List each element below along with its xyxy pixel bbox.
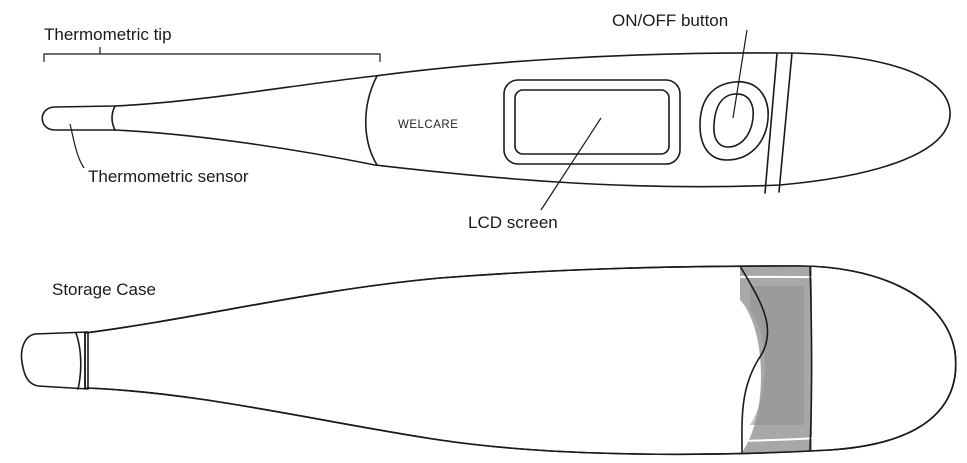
case-band-right-edge — [809, 265, 813, 451]
sensor-leader — [69, 123, 85, 169]
on-off-button-outer[interactable] — [699, 81, 769, 161]
label-thermometric-sensor: Thermometric sensor — [88, 167, 249, 186]
case-highlight-line — [89, 275, 944, 443]
end-cap-line-2 — [778, 52, 793, 193]
thermometer-body — [41, 52, 951, 188]
button-leader — [732, 29, 748, 119]
label-on-off-button: ON/OFF button — [612, 11, 728, 30]
case-shell — [84, 265, 957, 456]
case-band-window — [750, 286, 804, 425]
case-band-right-highlight — [817, 269, 822, 447]
on-off-button-inner[interactable] — [713, 93, 754, 148]
lcd-leader — [540, 117, 602, 211]
brand-logo-text: WELCARE — [398, 119, 458, 131]
thermometer: WELCARE — [41, 52, 951, 194]
label-lcd-screen: LCD screen — [468, 213, 558, 232]
tip-body-junction — [364, 75, 378, 166]
tip-bracket — [43, 47, 381, 62]
case-end-cap-seam — [75, 332, 82, 390]
label-thermometric-tip: Thermometric tip — [44, 25, 172, 44]
case-shell-outline — [84, 265, 957, 456]
case-band-left-edge — [739, 265, 769, 453]
lcd-screen-outer — [503, 79, 681, 165]
end-cap-line-1 — [764, 53, 778, 194]
storage-case — [20, 265, 957, 456]
tip-collar-line — [111, 105, 116, 131]
lcd-screen-inner — [514, 89, 670, 155]
label-storage-case: Storage Case — [52, 280, 156, 299]
case-end-cap — [20, 331, 89, 390]
